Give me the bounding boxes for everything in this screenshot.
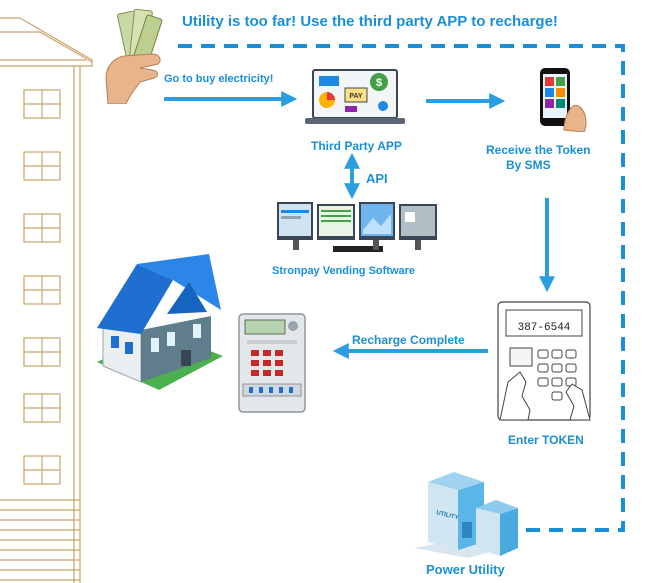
receive-token-line1: Receive the Token bbox=[486, 143, 591, 157]
recharge-complete-label: Recharge Complete bbox=[352, 333, 465, 347]
smartphone-sms-icon bbox=[540, 68, 587, 132]
svg-text:$: $ bbox=[376, 77, 382, 89]
banner-title: Utility is too far! Use the third party … bbox=[182, 13, 558, 30]
api-label: API bbox=[366, 171, 388, 186]
receive-token-line2: By SMS bbox=[506, 158, 551, 172]
vending-monitors-icon bbox=[277, 202, 437, 252]
laptop-pay-text: PAY bbox=[349, 93, 363, 100]
receive-token-label: Receive the Token By SMS bbox=[486, 143, 590, 173]
laptop-app-icon: PAY $ bbox=[305, 69, 405, 124]
third-party-app-label: Third Party APP bbox=[311, 139, 402, 153]
power-utility-label: Power Utility bbox=[426, 562, 505, 577]
enter-token-label: Enter TOKEN bbox=[508, 433, 584, 447]
power-utility-building-icon: UTILITY bbox=[414, 472, 520, 558]
utility-sign-text: UTILITY bbox=[436, 510, 459, 521]
keypad-token-icon: 387-6544 bbox=[497, 301, 591, 421]
buy-electricity-label: Go to buy electricity! bbox=[164, 73, 274, 85]
keypad-display-text: 387-6544 bbox=[518, 322, 571, 334]
vending-software-label: Stronpay Vending Software bbox=[272, 265, 416, 277]
electric-meter-icon bbox=[238, 313, 306, 413]
money-hand-icon bbox=[105, 8, 163, 104]
apartment-building-outline bbox=[0, 17, 93, 583]
house-icon bbox=[97, 254, 223, 390]
